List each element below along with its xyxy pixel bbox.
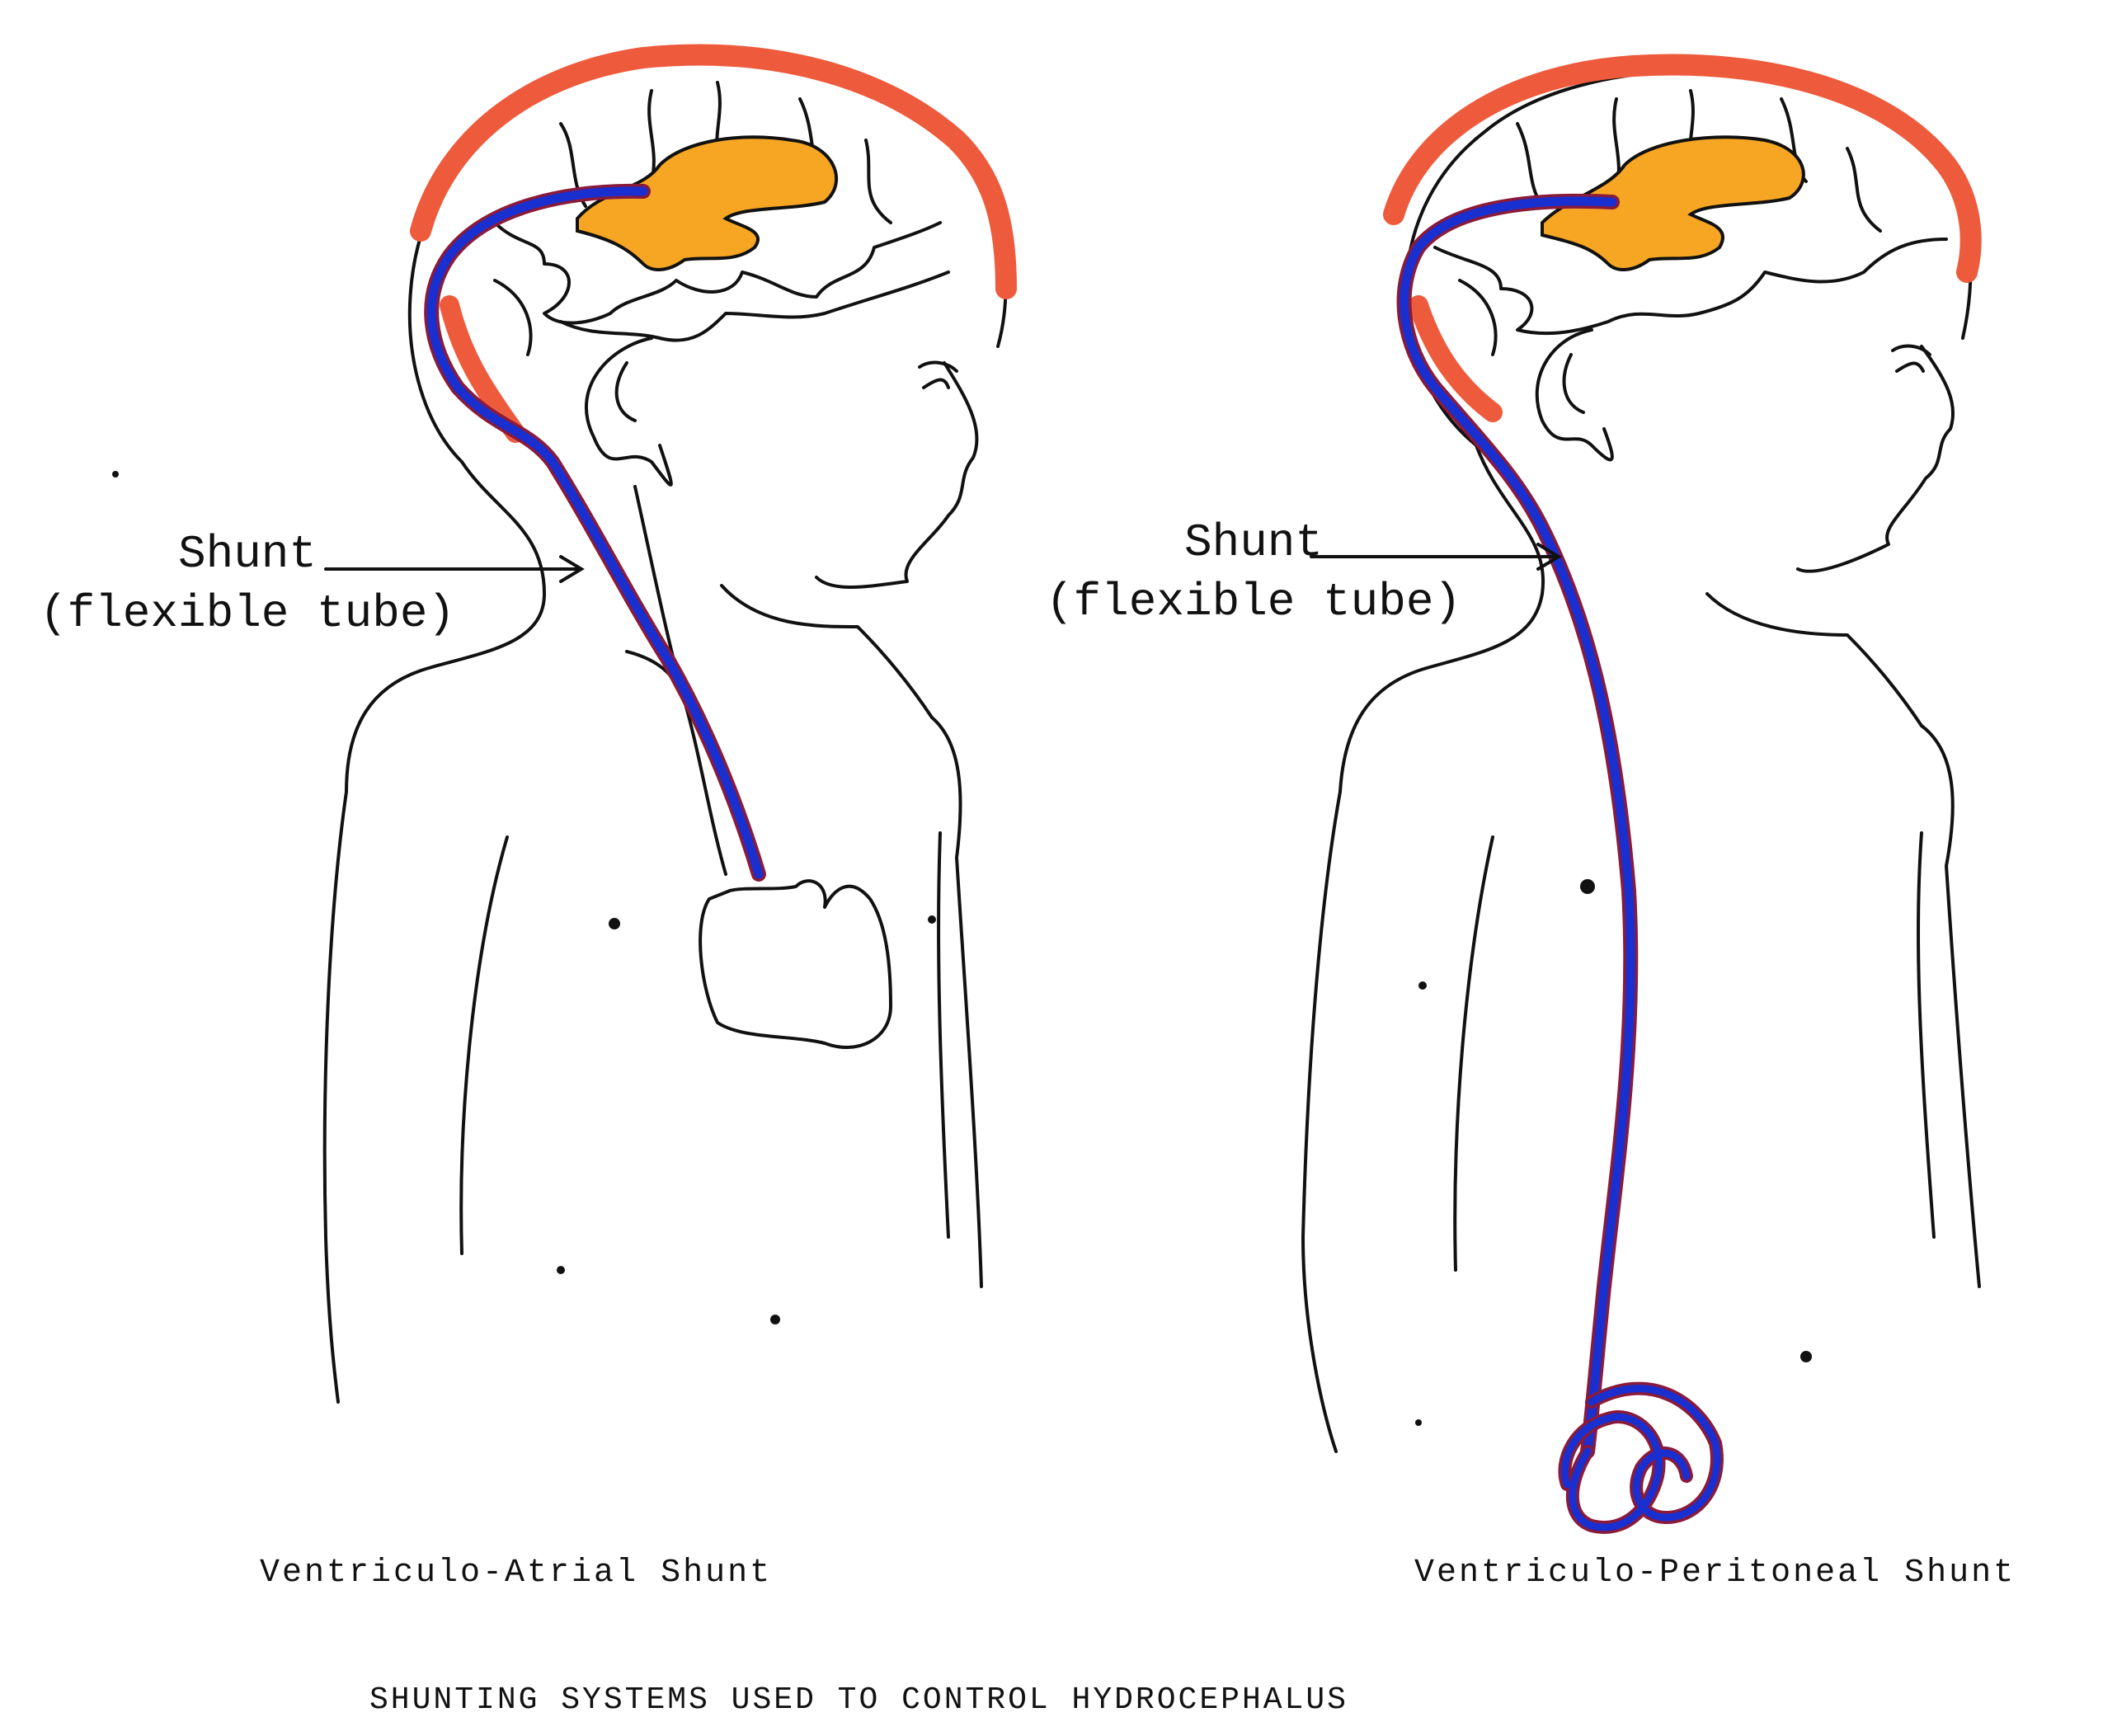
torso-left-side-right [1301, 790, 1342, 1453]
figure-title: SHUNTING SYSTEMS USED TO CONTROL HYDROCE… [369, 1682, 1348, 1718]
arm-inner-right-left [937, 831, 950, 1239]
shoulder-right-left [930, 716, 983, 1288]
brain-fold-right-6 [1458, 279, 1498, 356]
brain-fold-left-2 [647, 89, 656, 183]
face-profile-left [815, 361, 979, 589]
brain-lower-left [559, 271, 950, 342]
callout-arrow-right [1310, 543, 1562, 571]
callout-arrow-left [324, 555, 585, 583]
caption-ventriculo-atrial: Ventriculo-Atrial Shunt [260, 1555, 773, 1592]
skull-band-right-back [1409, 295, 1503, 422]
chin-neck-right [1705, 592, 1923, 727]
shunt-tube-right-core [1400, 196, 1635, 1456]
shunt-callout-right-line2: (flexible tube) [1045, 576, 1462, 628]
ear-left [584, 336, 673, 487]
ear-inner-right [1562, 353, 1585, 414]
skull-band-right [1383, 54, 1982, 283]
caption-ventriculo-peritoneal: Ventriculo-Peritoneal Shunt [1414, 1555, 2016, 1592]
face-profile-right [1796, 345, 1955, 573]
ear-right [1535, 328, 1614, 462]
arm-inner-left-right [1453, 835, 1494, 1272]
brain-gyri-left [493, 221, 942, 325]
brow-left [918, 360, 958, 373]
heart-left [699, 879, 892, 1049]
neck-back-left [345, 460, 546, 793]
shunt-tube-left-core [426, 186, 764, 879]
ventricle-left [576, 135, 839, 271]
shunt-callout-left-line1: Shunt [177, 528, 318, 581]
torso-left-side-left [322, 790, 348, 1404]
arm-inner-left-left [459, 835, 509, 1255]
arm-inner-right-right [1916, 831, 1936, 1239]
shoulder-right-right [1920, 724, 1981, 1288]
shunt-callout-right-line1: Shunt [1183, 516, 1324, 569]
brain-fold-left-5 [864, 139, 892, 224]
eye-left [922, 378, 950, 389]
neck-back-right [1338, 444, 1545, 793]
brain-gyri-right [1433, 238, 1948, 336]
shunt-callout-right: Shunt (flexible tube) [1031, 513, 1476, 632]
brain-fold-right-1 [1516, 122, 1544, 208]
eye-right [1895, 361, 1925, 373]
ear-inner-left [614, 361, 637, 422]
scan-specks [112, 471, 1812, 1426]
skull-band-left [410, 44, 1017, 299]
shunt-callout-left: Shunt (flexible tube) [16, 525, 478, 643]
brain-fold-right-5 [1846, 147, 1882, 233]
brow-right [1891, 344, 1931, 356]
shunt-coil-right-core [1560, 1385, 1721, 1531]
brain-fold-left-6 [493, 279, 533, 356]
chin-neck-left [720, 584, 934, 719]
shunt-callout-left-line2: (flexible tube) [39, 587, 456, 640]
ventricle-right [1541, 135, 1805, 271]
